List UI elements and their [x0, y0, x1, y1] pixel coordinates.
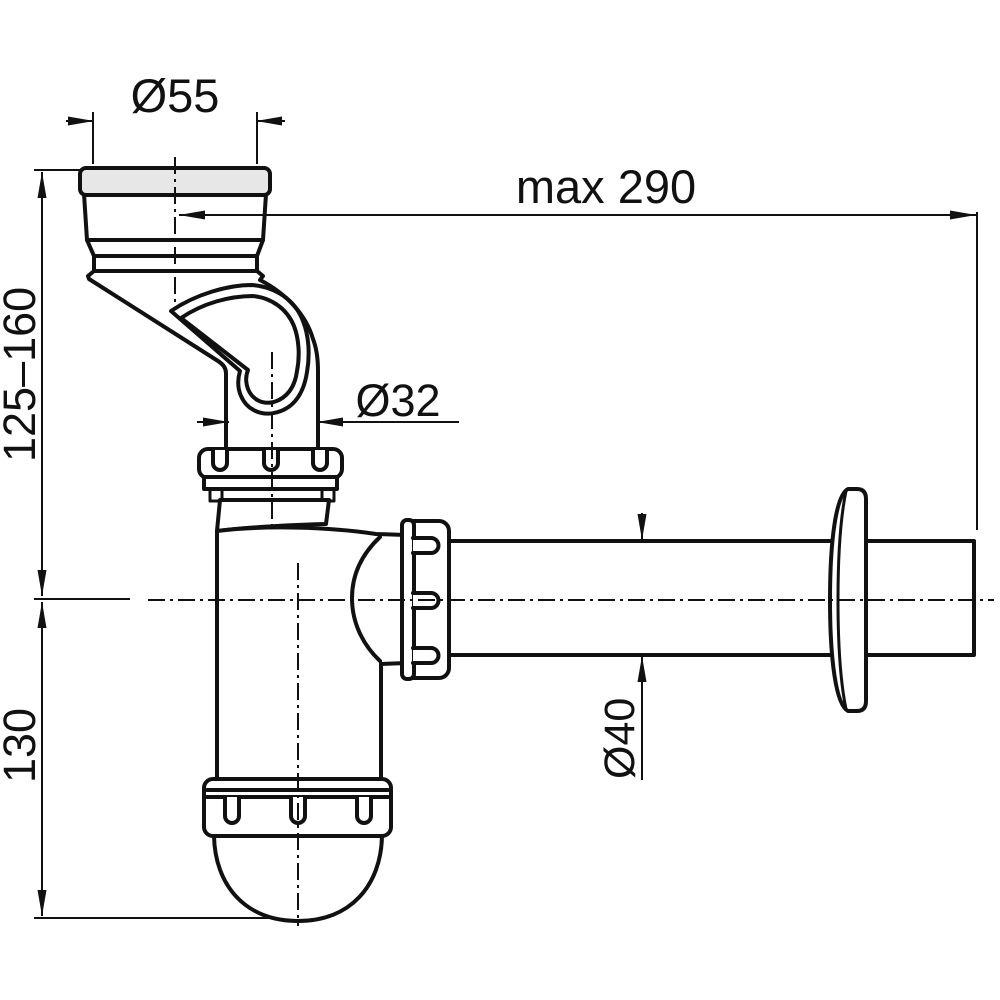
dim-max-length: max 290 [179, 160, 976, 220]
arrowhead [179, 210, 205, 220]
arrowhead [256, 116, 282, 126]
outlet-pipe [446, 539, 976, 657]
inlet-slip-nut [197, 447, 344, 503]
dim-label-inlet-height-range: 125–160 [0, 287, 45, 462]
arrowhead [203, 417, 229, 427]
arrowhead [317, 417, 343, 427]
arrowhead [37, 890, 47, 916]
dim-label-top-diameter: Ø55 [131, 69, 220, 122]
dim-inlet-height-range: 125–160 [0, 172, 47, 596]
branch-transition-arc [350, 535, 382, 663]
arrowhead [37, 172, 47, 198]
arrowhead [37, 602, 47, 628]
outlet-slip-nut [400, 518, 451, 681]
arrowhead [950, 210, 976, 220]
dim-outlet-diameter: Ø40 [596, 513, 647, 780]
dim-label-trap-height: 130 [0, 708, 45, 783]
dim-label-inlet-diameter: Ø32 [355, 375, 440, 426]
arrowhead [68, 116, 94, 126]
dim-label-max-length: max 290 [516, 160, 696, 213]
offset-bend-inner-contour [179, 294, 301, 405]
dim-top-diameter: Ø55 [66, 69, 285, 126]
dim-trap-height: 130 [0, 602, 47, 916]
offset-bend-outer-contour [169, 283, 311, 416]
arrowhead [637, 514, 647, 540]
trap-body [215, 525, 408, 782]
dim-label-outlet-diameter: Ø40 [596, 698, 644, 779]
arrowhead [637, 656, 647, 682]
arrowhead [37, 570, 47, 596]
extension-lines [34, 112, 978, 919]
dim-inlet-diameter: Ø32 [197, 375, 459, 427]
